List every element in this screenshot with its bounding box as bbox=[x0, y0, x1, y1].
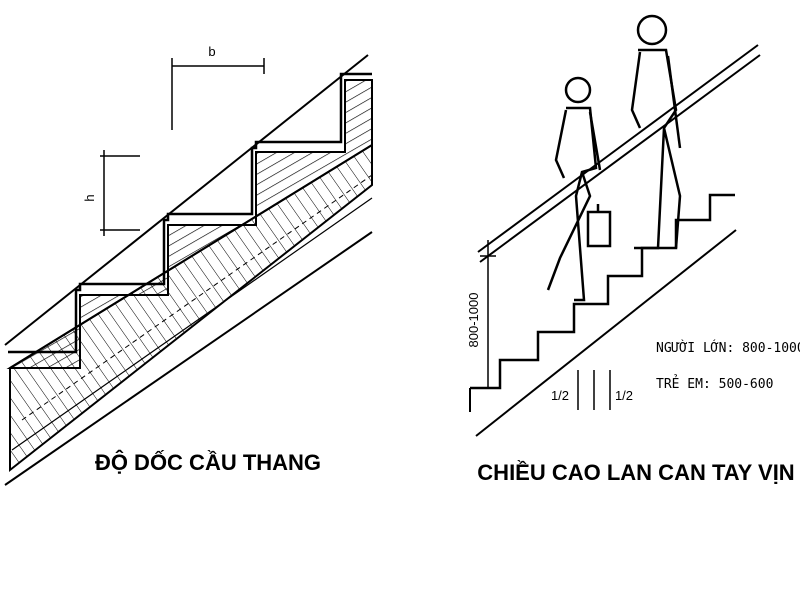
slab-inner-line bbox=[11, 197, 373, 451]
step-block bbox=[6, 79, 373, 369]
stair-base-line bbox=[475, 229, 737, 437]
adult-height-note: NGƯỜI LỚN: 800-1000 bbox=[656, 340, 800, 356]
person-with-briefcase bbox=[546, 76, 612, 302]
half-right-label: 1/2 bbox=[615, 388, 633, 403]
left-caption: ĐỘ DỐC CẦU THANG bbox=[95, 449, 321, 475]
half-tread-marks: 1/2 1/2 bbox=[551, 370, 633, 410]
stair-profile bbox=[470, 193, 735, 390]
tread-dimension: b bbox=[171, 44, 265, 130]
right-caption: CHIỀU CAO LAN CAN TAY VỊN bbox=[477, 460, 794, 485]
height-dimension: 800-1000 bbox=[466, 240, 496, 388]
handrail-top bbox=[477, 44, 759, 253]
handrail-drawing: 800-1000 1/2 1/2 NGƯỜI LỚN: 800-1000 bbox=[466, 14, 800, 485]
dim-h-label: h bbox=[82, 194, 97, 201]
stair-section-drawing: b h ĐỘ DỐC CẦU THANG bbox=[4, 44, 373, 486]
step-finish-line bbox=[8, 72, 372, 354]
half-left-label: 1/2 bbox=[551, 388, 569, 403]
person-walking bbox=[630, 14, 682, 250]
handrail-bottom bbox=[479, 54, 761, 263]
slope-line bbox=[4, 54, 369, 346]
stair-slab bbox=[9, 143, 373, 473]
height-range-label: 800-1000 bbox=[466, 293, 481, 348]
child-height-note: TRẺ EM: 500-600 bbox=[656, 375, 773, 392]
riser-dimension: h bbox=[82, 150, 140, 236]
slab-bottom-line bbox=[4, 231, 373, 486]
dim-b-label: b bbox=[208, 44, 215, 59]
